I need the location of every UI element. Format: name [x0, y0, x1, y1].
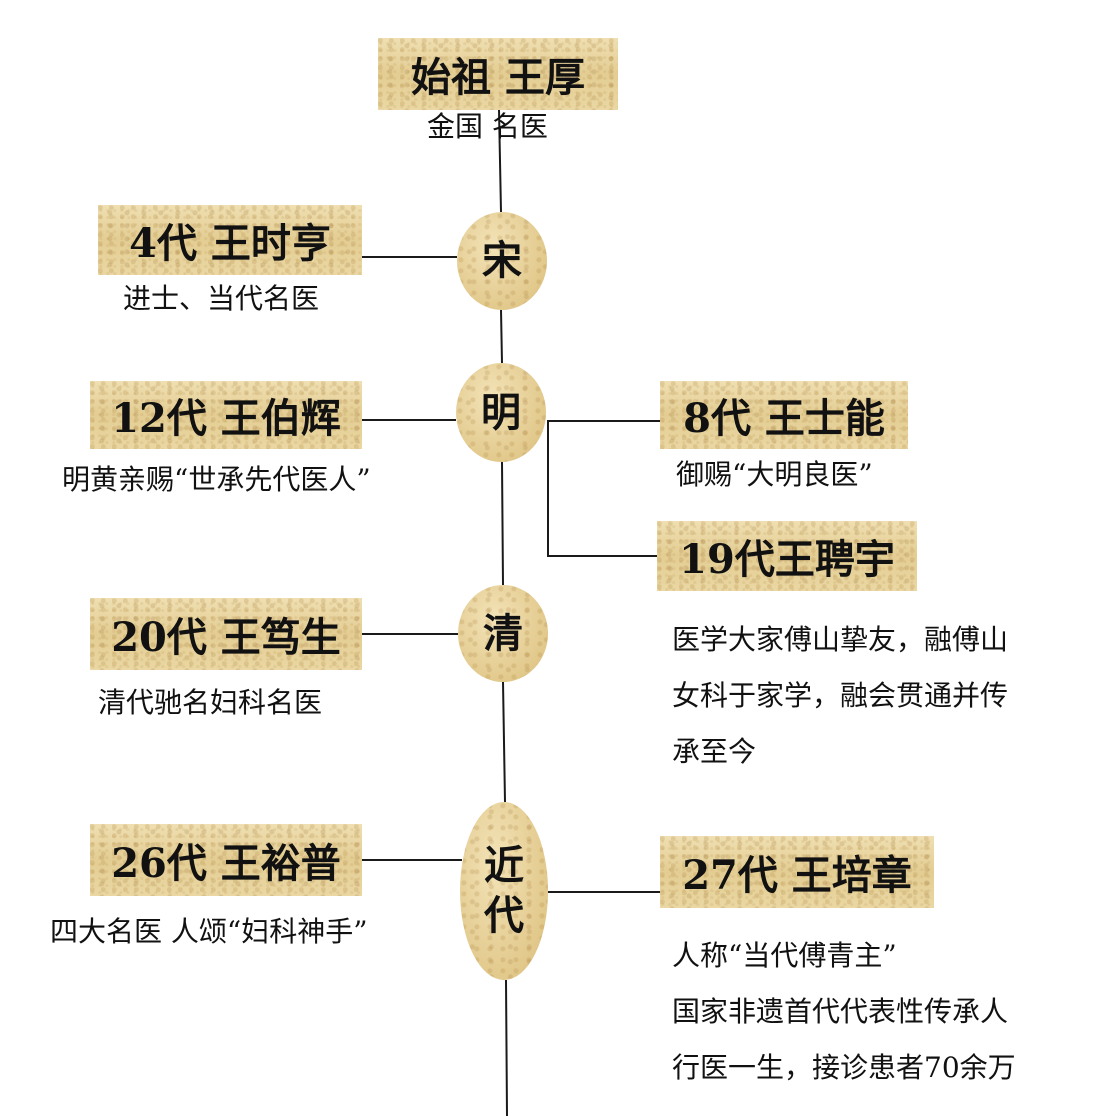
- gen27-desc-line-3: 行医一生，接诊患者70余万: [672, 1051, 1016, 1084]
- founder-desc: 金国 名医: [427, 110, 548, 143]
- gen26-desc: 四大名医 人颂“妇科神手”: [50, 915, 368, 948]
- gen12-box: 12代 王伯辉: [90, 381, 362, 449]
- gen27-desc-line-2: 国家非遗首代代表性传承人: [672, 995, 1009, 1028]
- trunk-top: [498, 109, 502, 213]
- gen27-box: 27代 王培章: [660, 836, 934, 908]
- trunk-qing-jindai: [502, 681, 506, 803]
- era-node-qing: 清: [458, 585, 548, 682]
- trunk-ming-qing: [501, 461, 504, 586]
- gen8-box: 8代 王士能: [660, 381, 908, 449]
- gen27-desc-line-1: 人称“当代傅青主”: [672, 939, 897, 972]
- era-label-song: 宋: [482, 237, 522, 284]
- era-node-song: 宋: [457, 212, 547, 310]
- gen19-desc-line-3: 承至今: [672, 735, 757, 768]
- gen20-desc: 清代驰名妇科名医: [98, 686, 323, 719]
- era-label-jindai-1: 近: [484, 842, 524, 889]
- gen26-box: 26代 王裕普: [90, 824, 362, 896]
- gen19-desc: 医学大家傅山挚友，融傅山 女科于家学，融会贯通并传 承至今: [672, 612, 1008, 780]
- gen19-box: 19代王聘宇: [657, 521, 917, 591]
- gen8-desc: 御赐“大明良医”: [676, 458, 873, 491]
- gen12-desc: 明黄亲赐“世承先代医人”: [62, 463, 371, 496]
- gen4-desc: 进士、当代名医: [123, 282, 320, 315]
- era-label-ming: 明: [481, 388, 521, 436]
- era-node-ming: 明: [456, 363, 546, 462]
- gen27-desc: 人称“当代傅青主” 国家非遗首代代表性传承人 行医一生，接诊患者70余万: [672, 928, 1016, 1096]
- gen4-box: 4代 王时亨: [98, 205, 362, 275]
- founder-box: 始祖 王厚: [378, 38, 618, 110]
- era-node-jindai: 近 代: [460, 802, 548, 980]
- link-gen8-gen19: [547, 420, 660, 557]
- gen20-box: 20代 王笃生: [90, 598, 362, 670]
- trunk-bottom: [505, 979, 508, 1116]
- gen19-desc-line-2: 女科于家学，融会贯通并传: [672, 679, 1009, 712]
- era-label-qing: 清: [483, 609, 523, 657]
- gen19-desc-line-1: 医学大家傅山挚友，融傅山: [672, 623, 1009, 656]
- era-label-jindai-2: 代: [484, 892, 524, 939]
- trunk-song-ming: [500, 309, 503, 364]
